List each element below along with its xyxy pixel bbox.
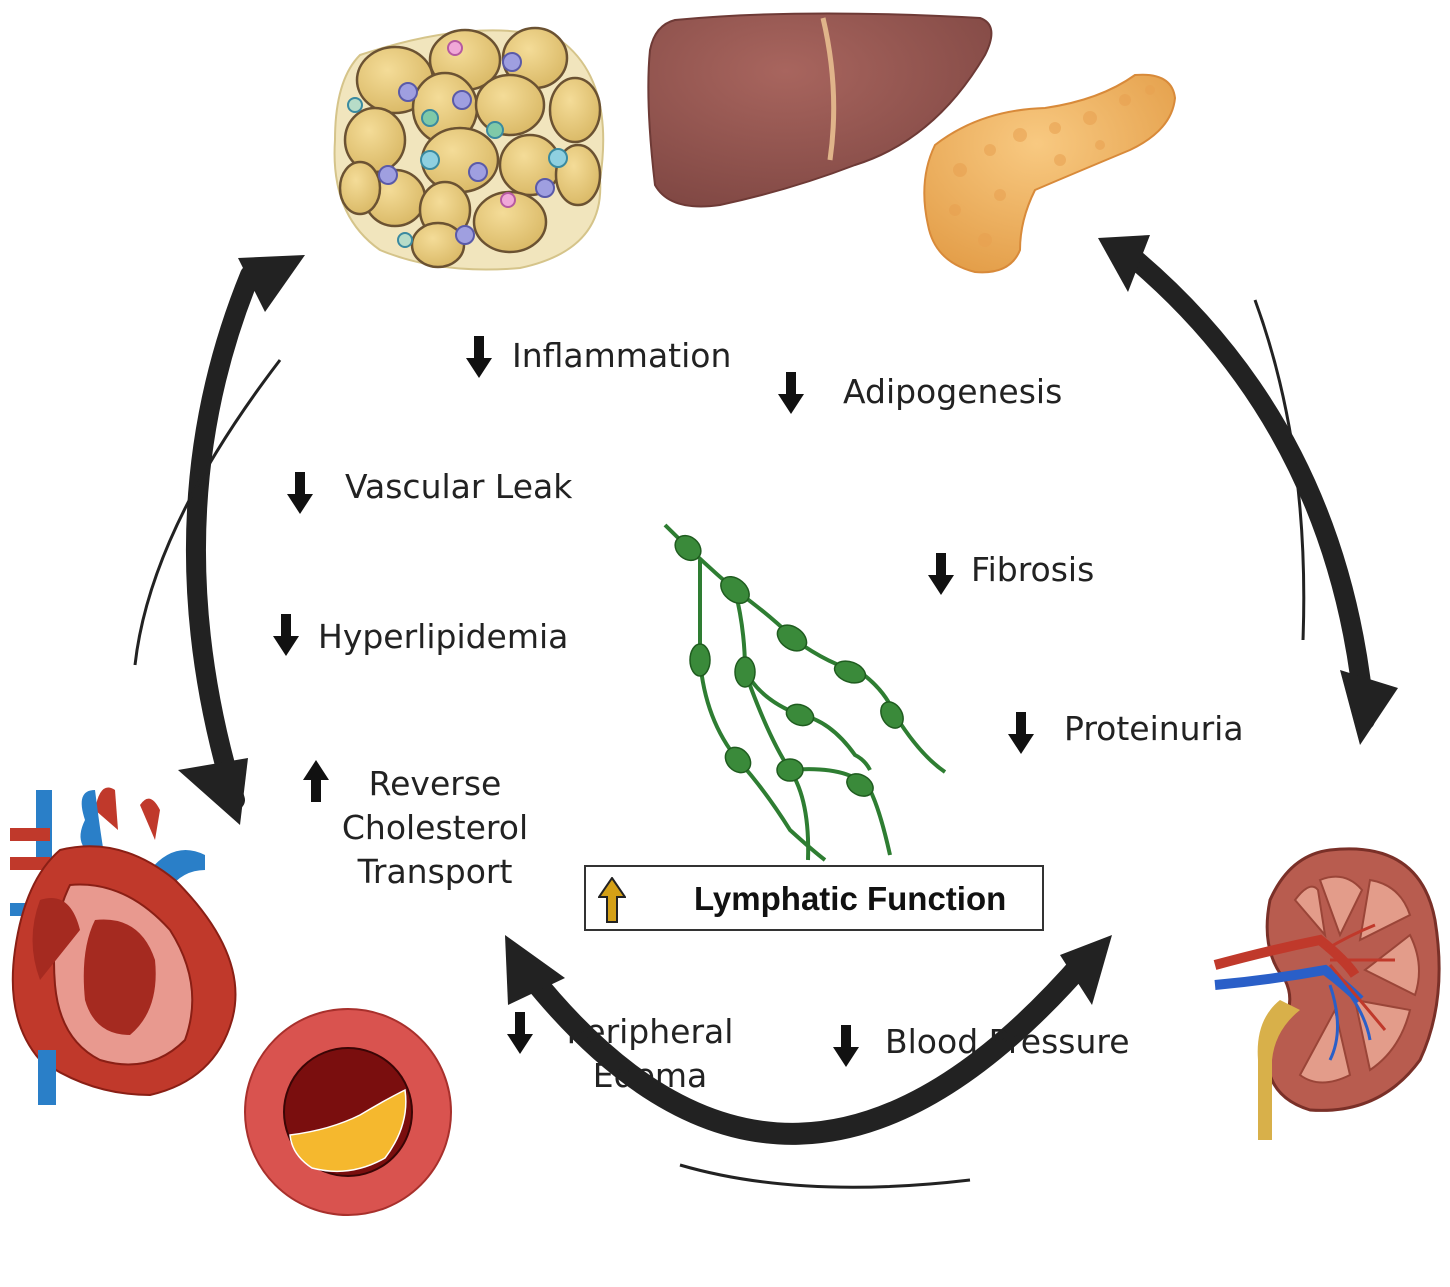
lymphatic-vessel-icon bbox=[663, 523, 947, 862]
effect-proteinuria-label: Proteinuria bbox=[1064, 709, 1244, 748]
adipose-tissue-icon bbox=[333, 26, 605, 271]
effect-fibrosis-label: Fibrosis bbox=[971, 550, 1095, 589]
lymphatic-function-label: Lymphatic Function bbox=[694, 880, 1007, 917]
down-arrow-icon bbox=[833, 1025, 859, 1067]
effect-vascular-leak-label: Vascular Leak bbox=[345, 467, 573, 506]
down-arrow-icon bbox=[1008, 712, 1034, 754]
rct-line-2: Cholesterol bbox=[341, 808, 529, 847]
effect-reverse-cholesterol-transport-label: Reverse Cholesterol Transport bbox=[330, 762, 540, 894]
down-arrow-icon bbox=[778, 372, 804, 414]
down-arrow-icon bbox=[273, 614, 299, 656]
effect-inflammation-label: Inflammation bbox=[512, 336, 732, 375]
down-arrow-icon bbox=[466, 336, 492, 378]
up-arrow-icon bbox=[303, 760, 329, 802]
down-arrow-icon bbox=[287, 472, 313, 514]
edema-line-1: Peripheral bbox=[566, 1012, 734, 1051]
heart-icon bbox=[10, 787, 237, 1105]
artery-plaque-icon bbox=[244, 1008, 452, 1216]
lymphatic-valve-nodes bbox=[674, 534, 904, 797]
effect-blood-pressure-label: Blood Pressure bbox=[885, 1022, 1130, 1061]
up-arrow-icon bbox=[598, 877, 626, 923]
kidney-icon bbox=[1213, 847, 1441, 1140]
pancreas-icon bbox=[923, 73, 1177, 274]
lymphatic-function-box: Lymphatic Function bbox=[584, 865, 1044, 931]
cycle-arrow-bottom bbox=[505, 935, 1112, 1189]
effect-adipogenesis-label: Adipogenesis bbox=[843, 372, 1063, 411]
effect-peripheral-edema-label: Peripheral Edema bbox=[545, 1010, 755, 1098]
down-arrow-icon bbox=[928, 553, 954, 595]
edema-line-2: Edema bbox=[592, 1056, 708, 1095]
rct-line-1: Reverse bbox=[368, 764, 502, 803]
down-arrow-icon bbox=[507, 1012, 533, 1054]
cycle-arrow-left bbox=[133, 255, 305, 825]
rct-line-3: Transport bbox=[357, 852, 513, 891]
cycle-arrow-right bbox=[1098, 235, 1398, 745]
effect-hyperlipidemia-label: Hyperlipidemia bbox=[318, 617, 569, 656]
liver-icon bbox=[647, 12, 993, 208]
